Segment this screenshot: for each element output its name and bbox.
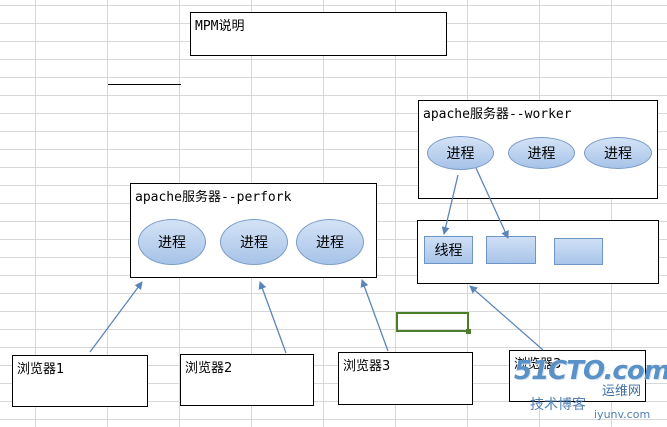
browser-label-2: 浏览器2 (185, 361, 233, 376)
worker-process-1: 进程 (427, 136, 494, 170)
watermark-logo: 51CTO.com (514, 356, 667, 386)
arrow-browser4-to-thread (469, 285, 544, 351)
thread-rect-3 (554, 238, 603, 265)
perfork-process-2: 进程 (220, 219, 288, 265)
browser-label-4: 浏览器3 (514, 357, 562, 372)
watermark-sub: 技术博客 (530, 397, 586, 413)
arrow-process-to-thread-2 (475, 167, 509, 239)
arrow-process-to-thread-1 (441, 174, 459, 235)
perfork-process-3: 进程 (296, 219, 364, 265)
browser-box-3: 浏览器3 (338, 352, 473, 405)
watermark-site-cn: 运维网 (602, 384, 642, 399)
perfork-process-1: 进程 (138, 219, 206, 265)
thread-rect-1: 线程 (424, 236, 473, 264)
worker-server-label: apache服务器--worker (423, 107, 572, 122)
title-label: MPM说明 (195, 19, 245, 34)
selected-cell[interactable] (396, 312, 471, 334)
watermark: 51CTO.com 运维网 技术博客 iyunv.com (512, 356, 667, 427)
browser-box-2: 浏览器2 (180, 354, 314, 406)
browser-box-1: 浏览器1 (12, 355, 148, 407)
browser-box-4: 浏览器3 (509, 350, 646, 402)
underline-stroke (108, 84, 181, 85)
browser-label-3: 浏览器3 (343, 359, 391, 374)
worker-process-2: 进程 (508, 137, 575, 169)
browser-label-1: 浏览器1 (17, 362, 65, 377)
perfork-server-label: apache服务器--perfork (135, 190, 292, 205)
title-box: MPM说明 (190, 12, 447, 56)
arrow-browser2-to-perfork (258, 281, 287, 354)
thread-rect-2 (486, 236, 536, 264)
worker-process-3: 进程 (584, 137, 652, 169)
watermark-url: iyunv.com (594, 408, 651, 421)
arrow-browser1-to-perfork (89, 281, 143, 353)
arrow-browser3-to-perfork (360, 279, 389, 352)
